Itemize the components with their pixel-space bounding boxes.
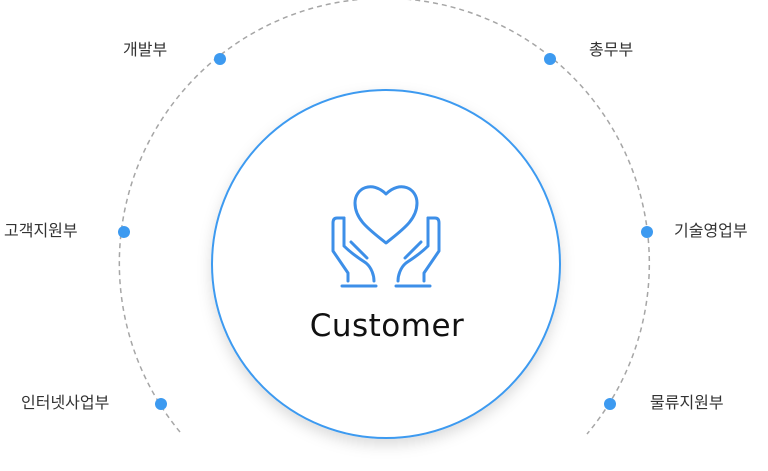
label-customer-support: 고객지원부 xyxy=(4,221,78,240)
dot-logistics-support xyxy=(604,398,616,410)
label-technical-sales: 기술영업부 xyxy=(674,221,748,240)
label-logistics-support: 물류지원부 xyxy=(650,393,724,412)
customer-label: Customer xyxy=(309,308,465,344)
dot-general-affairs xyxy=(544,53,556,65)
dot-technical-sales xyxy=(641,226,653,238)
dot-development xyxy=(214,53,226,65)
dot-internet-business xyxy=(155,398,167,410)
hands-heart-icon xyxy=(331,185,441,288)
label-internet-business: 인터넷사업부 xyxy=(21,393,110,412)
dot-customer-support xyxy=(118,226,130,238)
customer-circle xyxy=(211,89,561,439)
label-development: 개발부 xyxy=(123,40,168,59)
label-general-affairs: 총무부 xyxy=(589,40,634,59)
outer-dashed-arc xyxy=(118,0,651,435)
